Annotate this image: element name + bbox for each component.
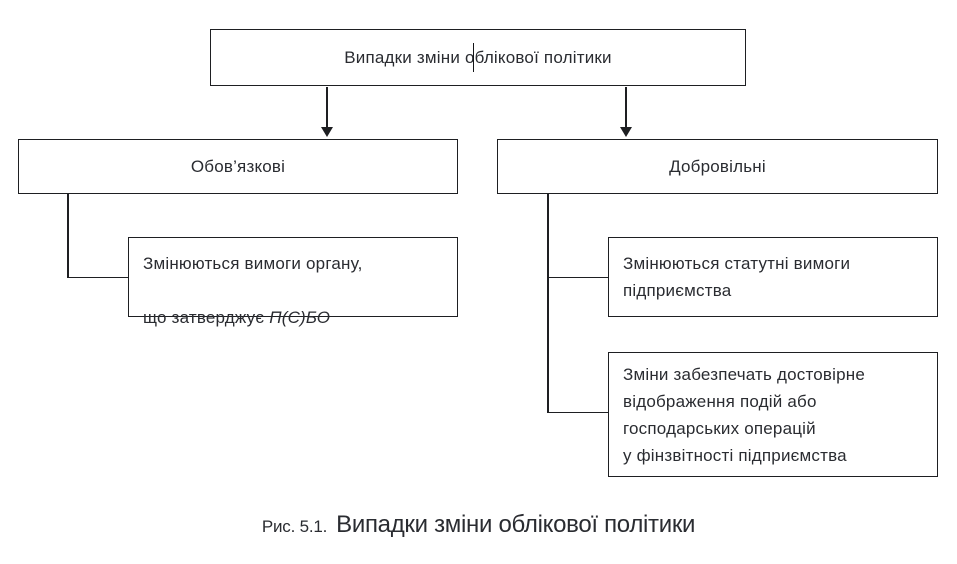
text-cursor	[473, 43, 475, 72]
arrow-to-voluntary-line	[625, 87, 627, 128]
node-voluntary: Добровільні	[497, 139, 938, 194]
arrow-to-mandatory-head-icon	[321, 127, 333, 137]
connector-voluntary-horizontal-1	[547, 276, 608, 279]
node-voluntary-reason-2-text: Зміни забезпечать достовірне відображенн…	[623, 364, 866, 465]
node-mandatory-reason-line1-text: Змінюються вимоги органу,	[143, 254, 363, 273]
node-mandatory-reason-line2-text: що затверджує	[143, 308, 270, 327]
node-mandatory-reason: Змінюються вимоги органу, що затверджує …	[128, 237, 458, 327]
figure-caption: Рис. 5.1. Випадки зміни облікової політи…	[0, 511, 957, 539]
node-mandatory-reason-line2: що затверджує П(С)БО	[143, 277, 451, 331]
connector-mandatory-vertical	[67, 194, 69, 278]
arrow-to-mandatory-line	[326, 87, 328, 128]
node-voluntary-label: Добровільні	[669, 156, 766, 176]
node-mandatory-label: Обов’язкові	[190, 156, 286, 176]
node-mandatory-reason-line1: Змінюються вимоги органу,	[143, 223, 451, 277]
arrow-to-voluntary-head-icon	[620, 127, 632, 137]
connector-voluntary-horizontal-2	[547, 411, 608, 414]
connector-mandatory-horizontal	[67, 276, 128, 279]
node-mandatory-reason-line2-italic: П(С)БО	[269, 308, 331, 327]
node-mandatory: Обов’язкові	[18, 139, 458, 194]
node-voluntary-reason-2: Зміни забезпечать достовірне відображенн…	[608, 352, 938, 477]
node-voluntary-reason-1-text: Змінюються статутні вимоги підприємства	[623, 254, 851, 300]
node-root: Випадки зміни облікової політики	[210, 29, 746, 86]
connector-voluntary-vertical	[547, 194, 549, 413]
node-root-label: Випадки зміни облікової політики	[344, 47, 612, 67]
node-voluntary-reason-1: Змінюються статутні вимоги підприємства	[608, 237, 938, 317]
figure-caption-title: Випадки зміни облікової політики	[336, 511, 696, 538]
figure-caption-number: Рис. 5.1.	[261, 517, 328, 536]
